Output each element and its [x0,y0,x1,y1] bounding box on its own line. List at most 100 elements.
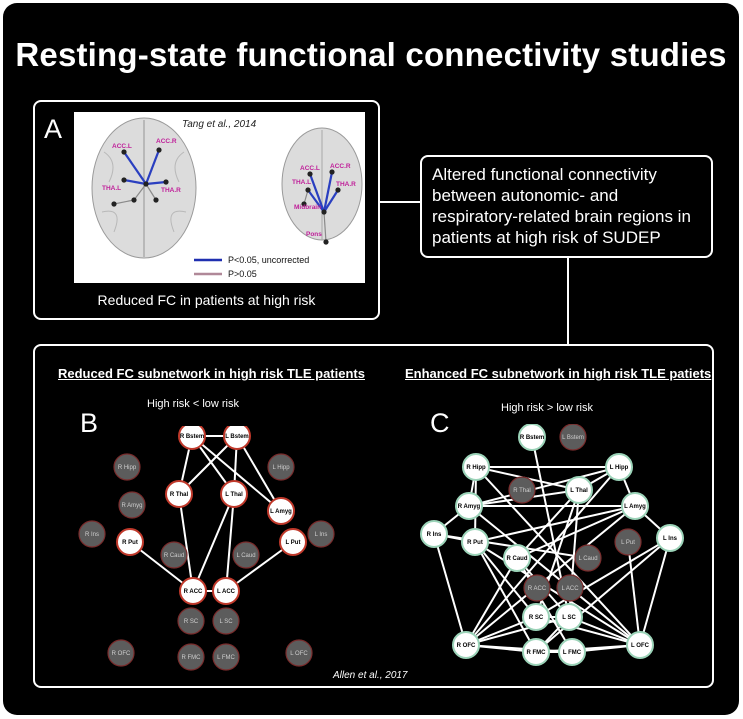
network-c-node-r-ins: R Ins [420,520,448,548]
network-c-node-label: R Bstem [520,435,544,441]
network-c-node-circle [503,544,531,572]
network-b-node-label: R OFC [112,651,131,657]
network-b-node-l-put: L Put [279,528,307,556]
panel-bc-citation: Allen et al., 2017 [333,670,408,681]
panel-b-letter: B [80,408,99,438]
network-b-node-label: R FMC [182,655,202,661]
panel-c-condition: High risk > low risk [501,402,593,414]
network-b-node-l-fmc: L FMC [212,643,240,671]
network-b-node-label: R Amyg [121,503,142,509]
network-c-node-r-put: R Put [461,528,489,556]
network-b-node-l-caud: L Caud [232,541,260,569]
network-c-node-r-sc: R SC [522,603,550,631]
panel-a-box: A Tang et al., 2014 [33,100,380,320]
network-c-node-circle [452,631,480,659]
network-c-node-circle [656,524,684,552]
network-b-node-circle [212,643,240,671]
network-c-node-circle [522,638,550,666]
network-c-node-label: L Hipp [610,465,629,471]
network-c-edge [468,466,620,507]
network-c-node-r-hipp: R Hipp [462,453,490,481]
network-b-node-label: R Hipp [118,465,137,471]
network-c-node-circle [556,574,584,602]
network-b-node-circle [178,426,206,450]
right-brain-label-0: ACC.L [300,165,320,172]
network-c-node-r-thal: R Thal [508,476,536,504]
network-c-node-circle [605,453,633,481]
network-b-node-circle [232,541,260,569]
network-b-node-circle [165,480,193,508]
network-b-node-label: L FMC [217,655,235,661]
network-b-node-circle [285,639,313,667]
network-c-node-l-fmc: L FMC [558,638,586,666]
connector-vertical [567,258,569,344]
network-b-edge [191,435,282,512]
network-c-node-label: R FMC [527,650,547,656]
network-b-node-label: R Bstem [180,434,204,440]
network-b-node-l-hipp: L Hipp [267,453,295,481]
network-c-node-circle [461,528,489,556]
right-brain-label-1: ACC.R [330,163,351,170]
findings-callout: Altered functional connectivity between … [420,155,713,258]
network-c-node-label: R Put [467,540,483,546]
network-b-node-r-caud: R Caud [160,541,188,569]
network-b-edge [192,493,235,592]
network-b-node-r-thal: R Thal [165,480,193,508]
legend-label-sig: P<0.05, uncorrected [228,255,309,265]
panel-a-letter: A [44,114,63,144]
brain-figure-svg: ACC.L ACC.R THA.L THA.R [91,117,363,279]
network-b-node-label: L Put [286,540,301,546]
network-b-node-circle [177,643,205,671]
brain-connectivity-image: Tang et al., 2014 [74,112,365,283]
network-c-node-circle [558,638,586,666]
network-c-node-l-caud: L Caud [574,544,602,572]
network-c-node-l-ins: L Ins [656,524,684,552]
network-c-node-r-ofc: R OFC [452,631,480,659]
network-c-edge [465,557,518,646]
legend-label-ns: P>0.05 [228,269,257,279]
left-brain-label-1: ACC.R [156,138,177,145]
left-brain-label-3: THA.R [161,187,181,194]
network-c-edge [468,505,641,646]
network-c-node-r-amyg: R Amyg [455,492,483,520]
network-b-node-label: L Caud [236,553,255,559]
network-c-node-r-caud: R Caud [503,544,531,572]
network-b-node-l-sc: L SC [212,607,240,635]
network-b-node-l-amyg: L Amyg [267,497,295,525]
brain-legend: P<0.05, uncorrected P>0.05 [194,255,309,279]
network-c-node-label: R Ins [427,532,442,538]
network-c-node-l-hipp: L Hipp [605,453,633,481]
network-c-node-circle [559,424,587,451]
network-c-edge [433,533,467,646]
network-b-node-label: R Put [122,540,138,546]
network-c-edge [535,537,671,653]
network-c-edge [627,541,641,646]
network-c-node-circle [523,574,551,602]
network-c-node-circle [626,631,654,659]
network-b-node-label: L Ins [315,532,328,538]
left-brain-label-2: THA.L [102,185,121,192]
network-b-node-l-ofc: L OFC [285,639,313,667]
right-brain-label-5: Pons [306,231,322,238]
network-c-node-circle [455,492,483,520]
network-c-node-label: R SC [529,615,544,621]
network-b-node-circle [212,607,240,635]
network-c-node-label: R Caud [507,556,528,562]
network-b-node-circle [179,577,207,605]
network-b-node-label: L ACC [217,589,236,595]
network-c-node-label: L FMC [563,650,582,656]
network-c-node-l-amyg: L Amyg [621,492,649,520]
network-b-edge [225,493,235,592]
network-c-edge [474,541,641,646]
network-c-node-circle [522,603,550,631]
panel-a-citation: Tang et al., 2014 [182,119,257,130]
network-b-node-r-put: R Put [116,528,144,556]
right-brain-label-2: THA.L [292,179,311,186]
network-b-node-circle [107,639,135,667]
network-c-node-circle [614,528,642,556]
network-b-node-r-sc: R SC [177,607,205,635]
network-c-node-l-bstem: L Bstem [559,424,587,451]
network-c-node-r-bstem: R Bstem [518,424,546,451]
network-c-node-circle [462,453,490,481]
